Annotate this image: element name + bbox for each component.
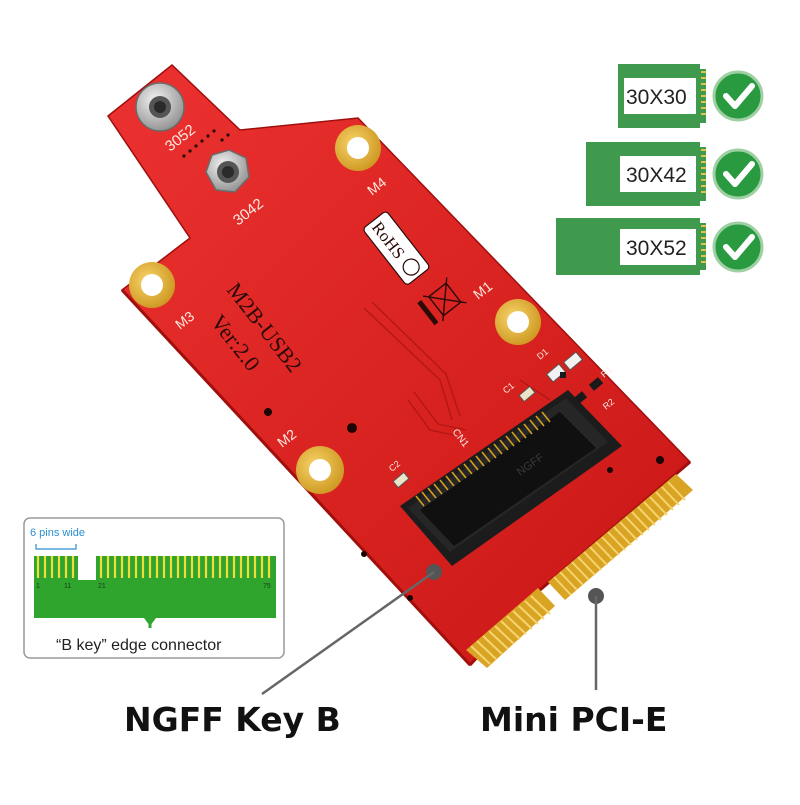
size-compatibility: 30X30 30X42 [556, 64, 764, 275]
weee-bin-icon [417, 277, 467, 326]
mini-pcie-label: Mini PCI-E [480, 700, 668, 739]
edge-connector-fingers [466, 474, 693, 668]
mount-hole-m2 [296, 446, 344, 494]
check-icon [712, 70, 764, 122]
inset-caption: “B key” edge connector [56, 637, 222, 654]
check-icon [712, 221, 764, 273]
mount-hole-m4 [335, 125, 381, 171]
pin-75: 75 [263, 583, 271, 590]
ngff-socket: NGFF [400, 390, 622, 566]
pin-1: 1 [36, 583, 40, 590]
mount-hole-m1 [495, 299, 541, 345]
inset-title: 6 pins wide [30, 527, 85, 539]
inset-bracket [35, 544, 77, 550]
standoff-3042 [205, 149, 250, 193]
check-icon [712, 148, 764, 200]
inset-connector-shape [34, 556, 276, 618]
pin-11: 11 [64, 583, 71, 590]
ngff-key-b-label: NGFF Key B [124, 700, 341, 739]
edge-connector-inset: 6 pins wide 1 11 21 75 [23, 517, 285, 659]
size-card-30x30: 30X30 [618, 64, 764, 128]
size-label-30x30: 30X30 [626, 86, 687, 109]
size-card-30x42: 30X42 [586, 142, 764, 206]
pin-21: 21 [98, 583, 106, 590]
mount-hole-m3 [129, 262, 175, 308]
size-card-30x52: 30X52 [556, 218, 764, 275]
callout-leaders [261, 564, 604, 696]
size-label-30x42: 30X42 [626, 164, 687, 187]
size-label-30x52: 30X52 [626, 237, 687, 260]
standoff-3052 [135, 82, 185, 132]
pcb-board: 3052 3042 M4 M3 M1 M2 M2B-USB2 Ver:2.0 R… [106, 64, 693, 668]
